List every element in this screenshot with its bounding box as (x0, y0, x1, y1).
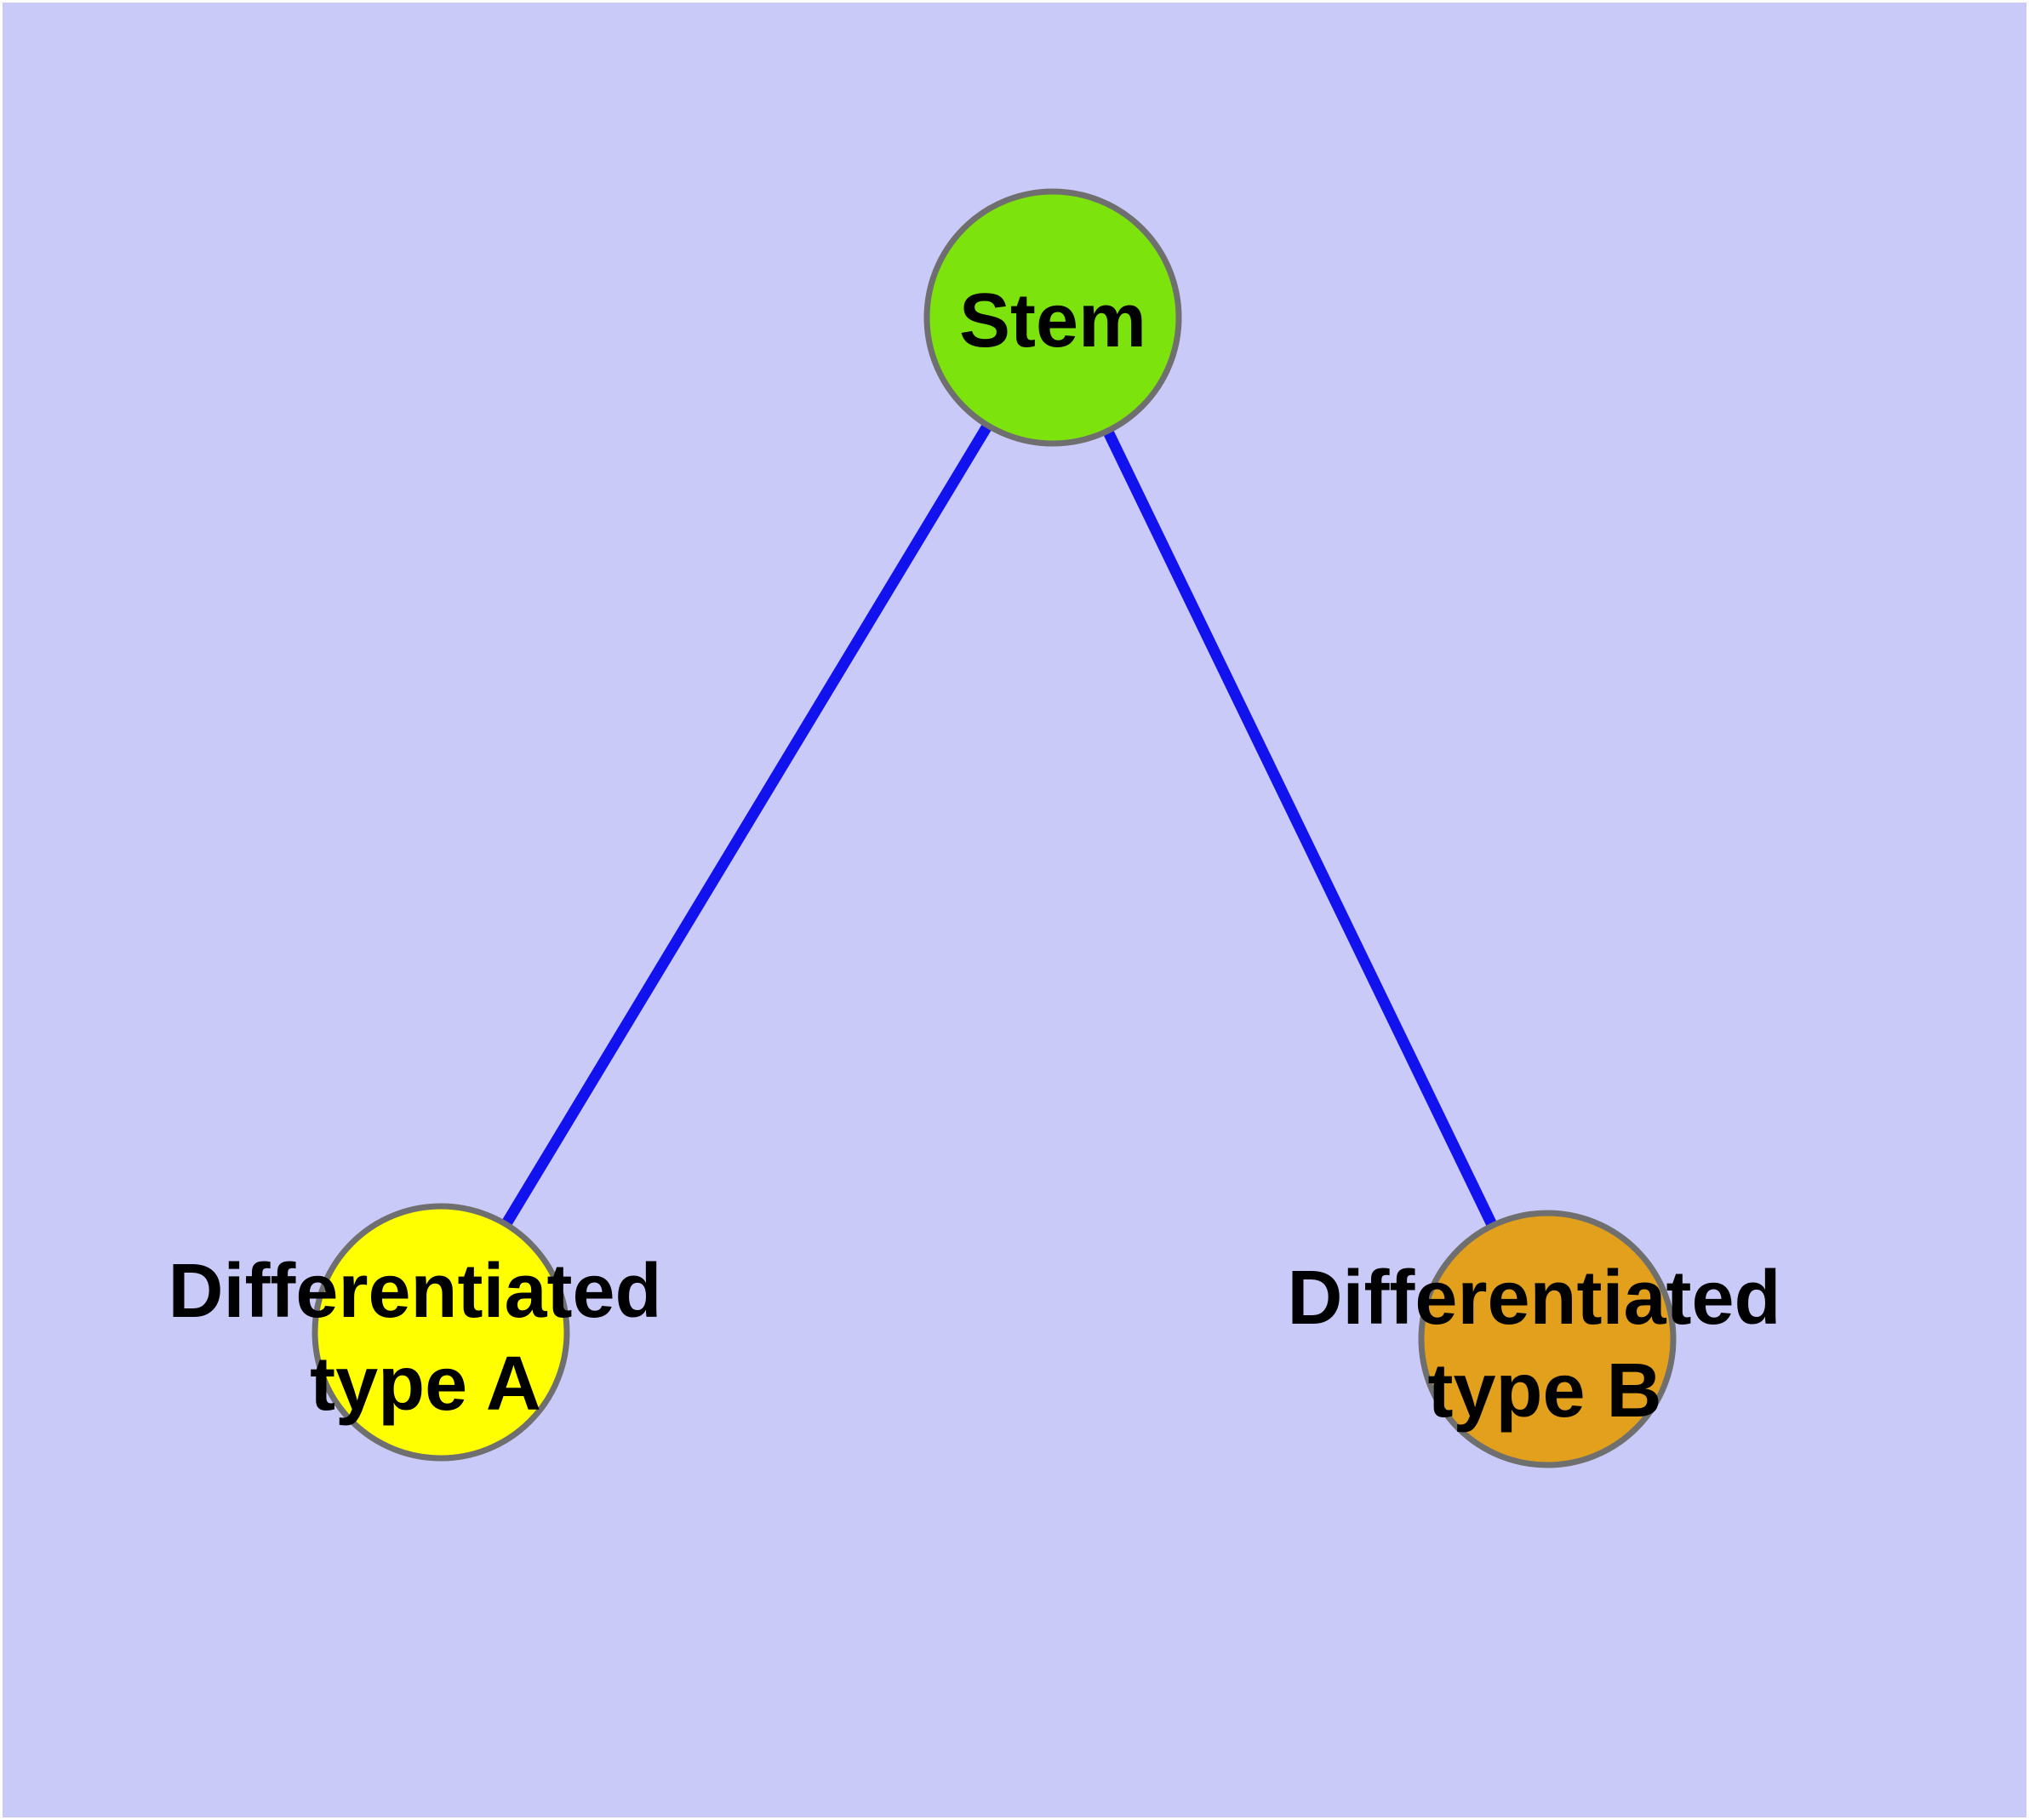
edge-stem-to-type-a (435, 312, 1059, 1338)
node-differentiated-type-a-label-line2: type A (310, 1342, 541, 1427)
node-differentiated-type-b-label-line2: type B (1427, 1348, 1661, 1434)
edge-stem-to-type-b (1047, 312, 1553, 1345)
node-differentiated-type-b-label-line1: Differentiated (1287, 1256, 1780, 1341)
node-stem-label: Stem (959, 278, 1146, 363)
node-differentiated-type-a (311, 1203, 570, 1462)
node-differentiated-type-a-label-line1: Differentiated (168, 1249, 661, 1334)
node-differentiated-type-a-label: Differentiated type A (168, 1249, 683, 1427)
node-stem (923, 188, 1182, 447)
node-differentiated-type-b-label: Differentiated type B (1287, 1256, 1802, 1434)
node-differentiated-type-b (1418, 1210, 1677, 1468)
